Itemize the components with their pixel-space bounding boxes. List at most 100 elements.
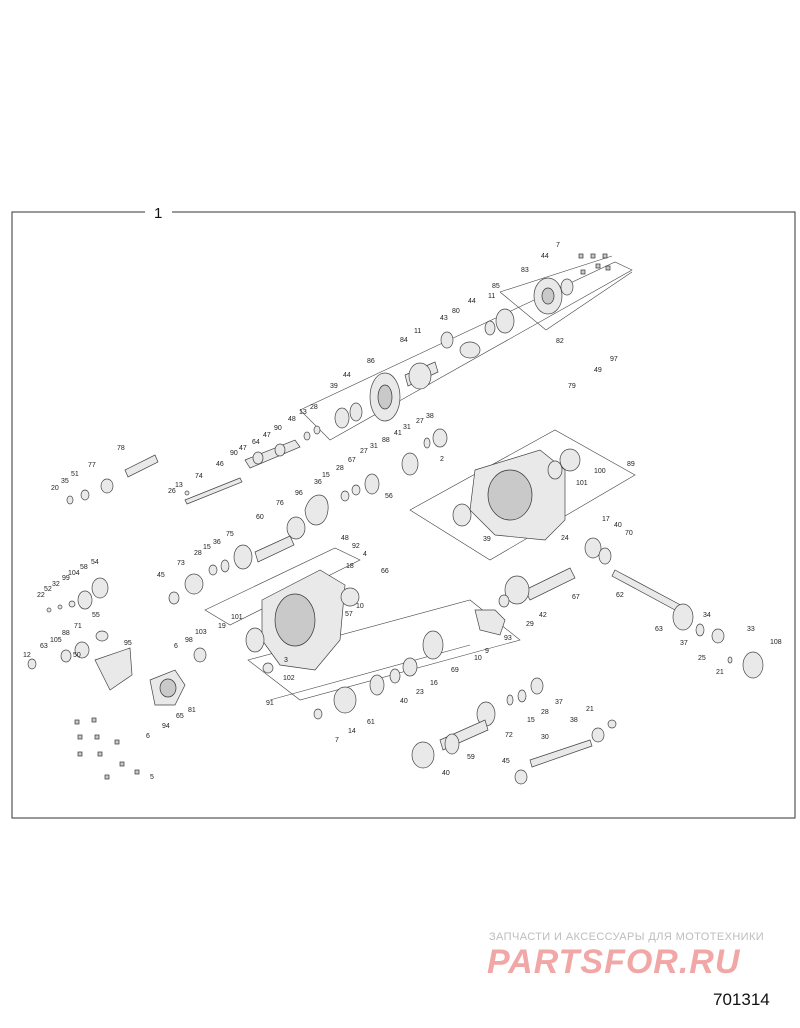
- callout-label: 55: [92, 612, 100, 619]
- callout-label: 27: [360, 448, 368, 455]
- callout-label: 56: [385, 493, 393, 500]
- callout-label: 90: [274, 425, 282, 432]
- callout-label: 38: [570, 717, 578, 724]
- callout-label: 10: [356, 603, 364, 610]
- callout-label: 44: [343, 372, 351, 379]
- bolt-cluster: [74, 253, 611, 780]
- callout-label: 65: [176, 713, 184, 720]
- callout-label: 49: [594, 367, 602, 374]
- callout-label: 46: [216, 461, 224, 468]
- callout-label: 35: [61, 478, 69, 485]
- callout-label: 9: [485, 648, 489, 655]
- callout-label: 86: [367, 358, 375, 365]
- callout-label: 29: [526, 621, 534, 628]
- callout-label: 23: [416, 689, 424, 696]
- callout-label: 42: [539, 612, 547, 619]
- left-housing: [245, 569, 360, 674]
- callout-label: 7: [556, 242, 560, 249]
- callout-label: 41: [394, 430, 402, 437]
- callout-label: 26: [168, 488, 176, 495]
- callout-label: 58: [80, 564, 88, 571]
- callout-label: 61: [367, 719, 375, 726]
- callout-label: 45: [157, 572, 165, 579]
- callout-label: 11: [488, 293, 495, 300]
- callout-label: 22: [37, 592, 45, 599]
- callout-label: 28: [541, 709, 549, 716]
- callout-label: 84: [400, 337, 408, 344]
- middle-shaft-group: [168, 428, 448, 605]
- callout-label: 18: [346, 563, 354, 570]
- callout-label: 57: [345, 611, 353, 618]
- callout-label: 12: [23, 652, 31, 659]
- callout-label: 39: [483, 536, 491, 543]
- callout-label: 81: [188, 707, 196, 714]
- callout-label: 31: [403, 424, 411, 431]
- callout-label: 37: [680, 640, 688, 647]
- callout-label: 3: [284, 657, 288, 664]
- callout-label: 67: [348, 457, 356, 464]
- callout-label: 47: [239, 445, 247, 452]
- callout-label: 24: [561, 535, 569, 542]
- callout-label: 60: [256, 514, 264, 521]
- callout-label: 96: [295, 490, 303, 497]
- callout-label: 66: [381, 568, 389, 575]
- callout-label: 40: [400, 698, 408, 705]
- callout-label: 95: [124, 640, 132, 647]
- callout-label: 101: [231, 614, 243, 621]
- callout-label: 93: [504, 635, 512, 642]
- callout-label: 4: [363, 551, 367, 558]
- callout-label: 71: [74, 623, 82, 630]
- callout-label: 64: [252, 439, 260, 446]
- callout-label: 102: [283, 675, 295, 682]
- callout-label: 83: [521, 267, 529, 274]
- callout-label: 63: [40, 643, 48, 650]
- callout-label: 59: [467, 754, 475, 761]
- callout-label: 99: [62, 575, 70, 582]
- callout-label: 21: [586, 706, 594, 713]
- callout-label: 73: [177, 560, 185, 567]
- shift-fork-group: [184, 439, 301, 505]
- callout-label: 36: [314, 479, 322, 486]
- callout-label: 6: [146, 733, 150, 740]
- callout-label: 85: [492, 283, 500, 290]
- left-small-parts: [27, 454, 159, 691]
- callout-label: 54: [91, 559, 99, 566]
- watermark-logo: PARTSFOR.RU: [487, 943, 741, 981]
- callout-label: 40: [442, 770, 450, 777]
- callout-label: 48: [341, 535, 349, 542]
- callout-label: 100: [594, 468, 606, 475]
- callout-label: 5: [150, 774, 154, 781]
- callout-label: 75: [226, 531, 234, 538]
- callout-label: 88: [62, 630, 70, 637]
- callout-label: 28: [336, 465, 344, 472]
- callout-label: 82: [556, 338, 564, 345]
- callout-label: 17: [602, 516, 610, 523]
- callout-label: 28: [310, 404, 318, 411]
- callout-label: 39: [330, 383, 338, 390]
- callout-label: 78: [117, 445, 125, 452]
- callout-label: 47: [263, 432, 271, 439]
- callout-label: 6: [174, 643, 178, 650]
- callout-label: 2: [440, 456, 444, 463]
- callout-label: 15: [322, 472, 330, 479]
- callout-label: 90: [230, 450, 238, 457]
- callout-label: 94: [162, 723, 170, 730]
- callout-label: 72: [505, 732, 513, 739]
- callout-label: 34: [703, 612, 711, 619]
- callout-label: 63: [655, 626, 663, 633]
- callout-label: 80: [452, 308, 460, 315]
- callout-label: 40: [614, 522, 622, 529]
- callout-label: 43: [440, 315, 448, 322]
- callout-label: 11: [414, 328, 421, 335]
- callout-label: 37: [555, 699, 563, 706]
- callout-label: 19: [218, 623, 226, 630]
- callout-label: 15: [203, 544, 211, 551]
- watermark-tagline: ЗАПЧАСТИ И АКСЕССУАРЫ ДЛЯ МОТОТЕХНИКИ: [489, 931, 765, 943]
- callout-label: 44: [541, 253, 549, 260]
- callout-label: 13: [299, 409, 307, 416]
- callout-label: 92: [352, 543, 360, 550]
- right-housing: [452, 448, 581, 541]
- lower-left-cover: [149, 647, 207, 706]
